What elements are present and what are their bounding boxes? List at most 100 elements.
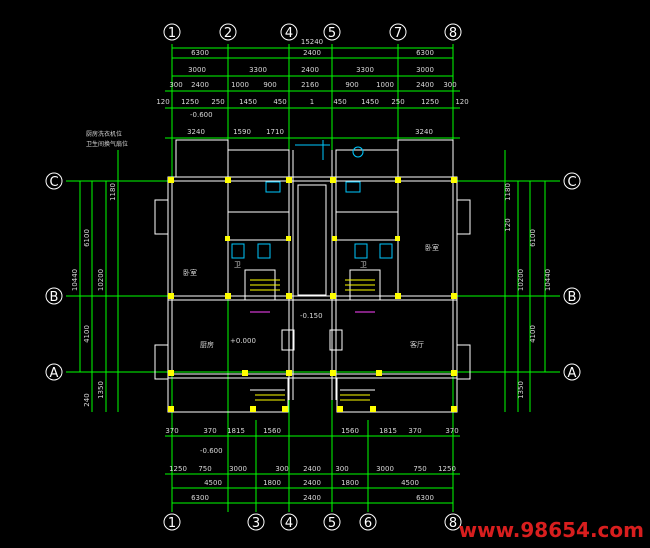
dim-text: 10440: [544, 269, 552, 291]
top-dimensions: 15240 6300 2400 6300 3000 3300 2400 3300…: [156, 38, 468, 136]
dim-text: 4100: [83, 325, 91, 343]
dim-text: 4500: [204, 479, 222, 487]
dim-text: 2400: [303, 465, 321, 473]
note-text: 厨房洗衣机位: [86, 130, 122, 138]
dim-text: 1800: [263, 479, 281, 487]
dim-text: 3300: [356, 66, 374, 74]
dim-text: 3300: [249, 66, 267, 74]
dim-text: 4500: [401, 479, 419, 487]
level-mark: -0.150: [300, 312, 323, 320]
dim-text: 2400: [191, 81, 209, 89]
dim-text: 300: [335, 465, 348, 473]
walls: [154, 139, 471, 413]
axis-right-label: B: [568, 290, 577, 305]
axis-right-label: C: [567, 175, 576, 190]
note-text: 卫生间换气扇位: [86, 140, 128, 148]
dim-text: 1560: [263, 427, 281, 435]
dim-text: 3000: [416, 66, 434, 74]
dim-text: 750: [198, 465, 211, 473]
watermark: www.98654.com: [459, 518, 644, 542]
axis-bottom-label: 8: [449, 516, 457, 531]
dim-text: 1560: [341, 427, 359, 435]
dim-text: 900: [345, 81, 358, 89]
dim-text: 3000: [188, 66, 206, 74]
dim-text: 240: [83, 393, 91, 406]
dim-text: 1000: [231, 81, 249, 89]
dim-text: 250: [211, 98, 224, 106]
axis-bottom-label: 1: [168, 516, 176, 531]
dim-text: 10200: [517, 269, 525, 291]
dim-text: 6100: [83, 229, 91, 247]
axis-bottom-label: 6: [364, 516, 372, 531]
dim-text: 6100: [529, 229, 537, 247]
room-label: 卫: [234, 261, 241, 269]
dim-text: 450: [333, 98, 346, 106]
dim-text: 3000: [376, 465, 394, 473]
axis-grid: [66, 44, 560, 512]
axis-left-label: A: [50, 366, 59, 381]
dim-text: 1250: [421, 98, 439, 106]
dim-text: 120: [504, 218, 512, 231]
room-label: 卧室: [183, 268, 197, 277]
axis-left-label: B: [50, 290, 59, 305]
dim-text: 1250: [181, 98, 199, 106]
dim-text: 2160: [301, 81, 319, 89]
dim-text: 370: [203, 427, 216, 435]
axis-bubbles: 1 2 4 5 7 8 1 3 4 5 6 8 C B A C B A: [45, 23, 581, 531]
axis-right-label: A: [568, 366, 577, 381]
annotations: -0.600 +0.000 -0.600 -0.150 卧室 厨房 客厅 卫 卫…: [86, 111, 439, 455]
room-label: 厨房: [200, 340, 214, 349]
level-mark: -0.600: [190, 111, 213, 119]
dim-text: 1710: [266, 128, 284, 136]
dim-text: 1: [310, 98, 314, 106]
dim-text: 250: [391, 98, 404, 106]
dim-text: 6300: [416, 49, 434, 57]
dim-text: 1250: [169, 465, 187, 473]
axis-top-label: 5: [328, 26, 336, 41]
axis-top-label: 2: [224, 26, 232, 41]
dim-text: 1350: [517, 381, 525, 399]
right-dimensions: 10440 6100 10200 4100 1350 1180 120: [504, 183, 552, 399]
dim-text: 2400: [303, 479, 321, 487]
dim-text: 10200: [97, 269, 105, 291]
dim-text: 6300: [191, 494, 209, 502]
columns: [168, 177, 457, 412]
level-mark: -0.600: [200, 447, 223, 455]
axis-left-label: C: [49, 175, 58, 190]
axis-top-label: 1: [168, 26, 176, 41]
dim-text: 300: [443, 81, 456, 89]
dim-total: 15240: [301, 38, 323, 46]
dim-text: 370: [445, 427, 458, 435]
axis-bottom-label: 4: [285, 516, 293, 531]
axis-bottom-label: 3: [252, 516, 260, 531]
dim-text: 2400: [303, 494, 321, 502]
dim-text: 3240: [415, 128, 433, 136]
dim-text: 3240: [187, 128, 205, 136]
dim-text: 6300: [416, 494, 434, 502]
axis-top-label: 4: [285, 26, 293, 41]
dim-text: 1590: [233, 128, 251, 136]
dim-text: 300: [169, 81, 182, 89]
dim-text: 750: [413, 465, 426, 473]
axis-top-label: 7: [394, 26, 402, 41]
dim-text: 1000: [376, 81, 394, 89]
dim-text: 1180: [504, 183, 512, 201]
level-mark: +0.000: [230, 337, 256, 345]
room-label: 客厅: [410, 340, 424, 349]
axis-bottom-label: 5: [328, 516, 336, 531]
dim-text: 1815: [227, 427, 245, 435]
dim-text: 1450: [239, 98, 257, 106]
dim-text: 1450: [361, 98, 379, 106]
room-label: 卧室: [425, 243, 439, 252]
dim-text: 120: [156, 98, 169, 106]
dim-text: 2400: [303, 49, 321, 57]
dim-text: 6300: [191, 49, 209, 57]
dim-text: 1815: [379, 427, 397, 435]
room-label: 卫: [360, 261, 367, 269]
dim-text: 3000: [229, 465, 247, 473]
fixtures: [231, 140, 393, 401]
dim-text: 2400: [301, 66, 319, 74]
dim-text: 120: [455, 98, 468, 106]
dim-text: 900: [263, 81, 276, 89]
